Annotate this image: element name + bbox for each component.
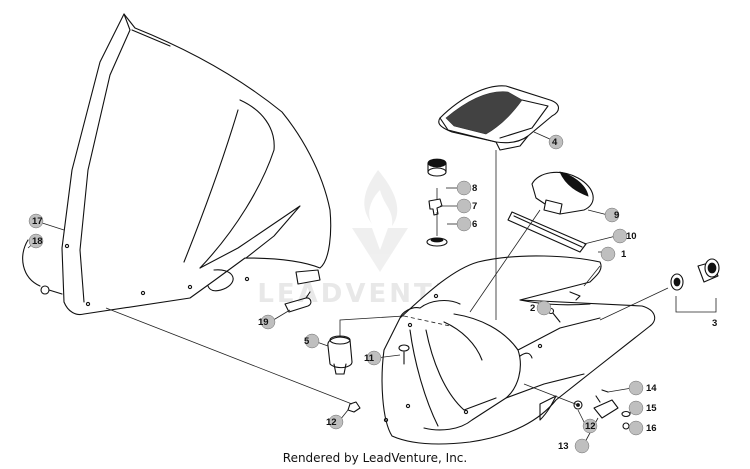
part-grommet (426, 237, 448, 247)
footer-credit: Rendered by LeadVenture, Inc. (283, 451, 467, 465)
callout-12-left[interactable]: 12 (326, 414, 344, 430)
part-latch (593, 395, 619, 419)
part-screw-16 (622, 422, 630, 430)
callout-15[interactable]: 15 (628, 400, 657, 416)
svg-text:8: 8 (472, 183, 477, 194)
svg-text:5: 5 (304, 336, 310, 347)
svg-text:7: 7 (472, 201, 477, 212)
svg-text:2: 2 (530, 303, 535, 314)
flame-logo-icon (352, 170, 408, 272)
svg-text:18: 18 (32, 236, 43, 247)
svg-text:6: 6 (472, 219, 477, 230)
callout-11[interactable]: 11 (364, 350, 382, 366)
part-hood (381, 255, 656, 445)
part-connector-assembly (670, 258, 720, 291)
part-gauge (531, 171, 594, 215)
callout-6[interactable]: 6 (456, 216, 477, 232)
callout-9[interactable]: 9 (604, 207, 619, 223)
part-weather-strip (507, 211, 587, 253)
callout-19[interactable]: 19 (258, 314, 276, 330)
callout-13[interactable]: 13 (558, 438, 590, 454)
part-washer (621, 410, 631, 418)
part-ignition-switch (327, 335, 353, 375)
svg-text:13: 13 (558, 441, 569, 452)
callout-2[interactable]: 2 (530, 300, 552, 316)
callout-8[interactable]: 8 (456, 180, 477, 196)
svg-text:10: 10 (626, 231, 637, 242)
svg-text:17: 17 (32, 216, 43, 227)
callout-3[interactable]: 3 (712, 318, 717, 329)
callout-10[interactable]: 10 (612, 228, 637, 244)
svg-text:1: 1 (621, 249, 627, 260)
part-grille (438, 85, 560, 151)
part-clip (601, 389, 609, 393)
callout-1[interactable]: 1 (600, 246, 627, 262)
svg-text:12: 12 (326, 417, 337, 428)
part-windshield-screw (22, 239, 63, 295)
svg-text:9: 9 (614, 210, 619, 221)
part-windshield (61, 13, 332, 316)
part-cap (427, 158, 447, 177)
callout-18[interactable]: 18 (28, 233, 44, 249)
svg-text:12: 12 (585, 421, 596, 432)
callout-17[interactable]: 17 (28, 213, 44, 229)
callout-4[interactable]: 4 (548, 134, 564, 150)
part-key (428, 198, 443, 216)
part-rivet (284, 291, 312, 313)
callout-12-right[interactable]: 12 (582, 418, 598, 434)
svg-text:16: 16 (646, 423, 657, 434)
callout-7[interactable]: 7 (456, 198, 477, 214)
svg-text:19: 19 (258, 317, 269, 328)
part-screw-11 (398, 344, 410, 365)
svg-text:3: 3 (712, 318, 717, 329)
callout-5[interactable]: 5 (304, 333, 320, 349)
svg-text:11: 11 (364, 353, 375, 364)
part-nut-left (347, 401, 361, 413)
callout-16[interactable]: 16 (628, 420, 657, 436)
svg-text:14: 14 (646, 383, 657, 394)
svg-text:15: 15 (646, 403, 657, 414)
callout-14[interactable]: 14 (628, 380, 657, 396)
svg-text:4: 4 (552, 137, 558, 148)
